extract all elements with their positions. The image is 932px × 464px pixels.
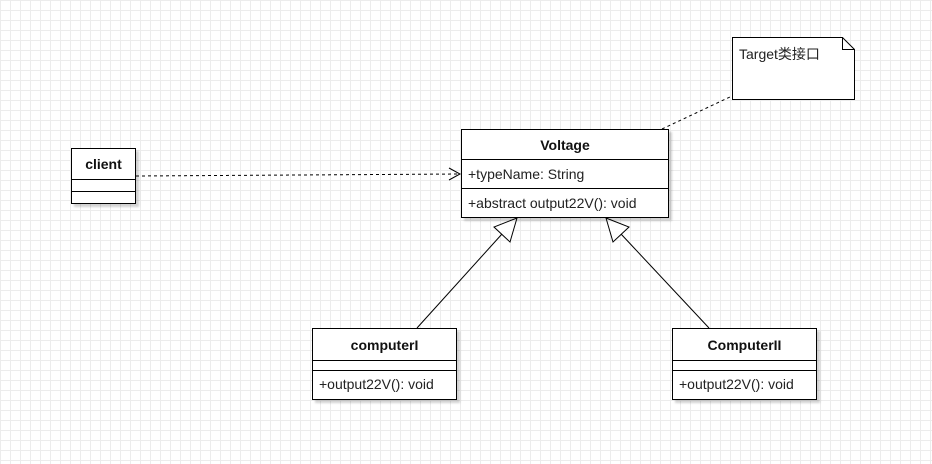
class-computer-two-operation: +output22V(): void — [679, 376, 794, 392]
class-computer-one-name: computerI — [313, 329, 456, 361]
class-computer-two-name: ComputerII — [673, 329, 816, 361]
class-computer-one-operations: +output22V(): void — [313, 371, 456, 397]
class-client-name: client — [72, 149, 135, 180]
class-computer-one-operation: +output22V(): void — [319, 376, 434, 392]
note-shape[interactable] — [732, 37, 855, 100]
class-voltage-operation: +abstract output22V(): void — [468, 195, 637, 211]
class-voltage-attributes: +typeName: String — [462, 160, 668, 189]
class-client-attributes — [72, 180, 135, 192]
class-computer-one[interactable]: computerI +output22V(): void — [312, 328, 457, 400]
class-voltage-attribute: +typeName: String — [468, 166, 585, 182]
class-computer-two-attributes — [673, 361, 816, 371]
class-voltage[interactable]: Voltage +typeName: String +abstract outp… — [461, 129, 669, 218]
class-computer-two[interactable]: ComputerII +output22V(): void — [672, 328, 817, 400]
dependency-client-voltage — [135, 167, 462, 181]
note-anchor-line — [661, 95, 733, 130]
class-client[interactable]: client — [71, 148, 136, 204]
class-computer-one-attributes — [313, 361, 456, 371]
class-voltage-name: Voltage — [462, 130, 668, 160]
class-computer-two-operations: +output22V(): void — [673, 371, 816, 397]
class-voltage-operations: +abstract output22V(): void — [462, 189, 668, 217]
generalization-computer-one — [416, 217, 518, 329]
note-label: Target类接口 — [739, 46, 820, 62]
generalization-computer-two — [605, 217, 710, 329]
